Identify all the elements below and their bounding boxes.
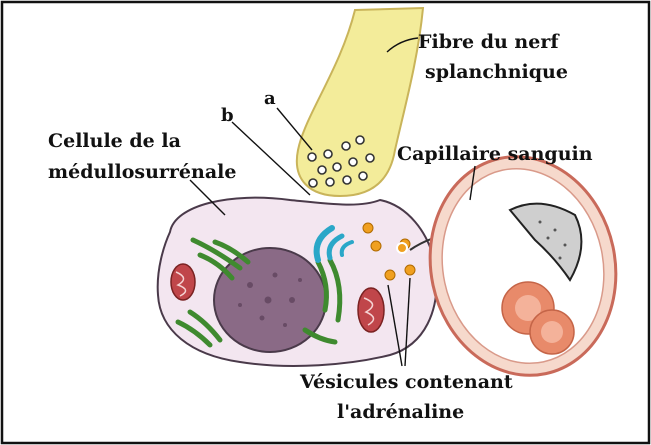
label-capillaire: Capillaire sanguin — [397, 143, 593, 165]
label-cellule-line1: Cellule de la — [48, 130, 181, 152]
label-fibre-line1: Fibre du nerf — [418, 31, 560, 53]
label-cellule-line2: médullosurrénale — [48, 161, 236, 183]
label-a: a — [264, 88, 276, 109]
label-vesicules-line2: l'adrénaline — [337, 401, 464, 423]
label-b: b — [221, 105, 234, 126]
red-blood-cell-2-center — [541, 321, 563, 343]
exocytosis-vesicle — [397, 243, 407, 253]
medulla-cell — [158, 198, 437, 366]
label-fibre-line2: splanchnique — [425, 61, 568, 83]
label-vesicules-line1: Vésicules contenant — [299, 371, 513, 393]
